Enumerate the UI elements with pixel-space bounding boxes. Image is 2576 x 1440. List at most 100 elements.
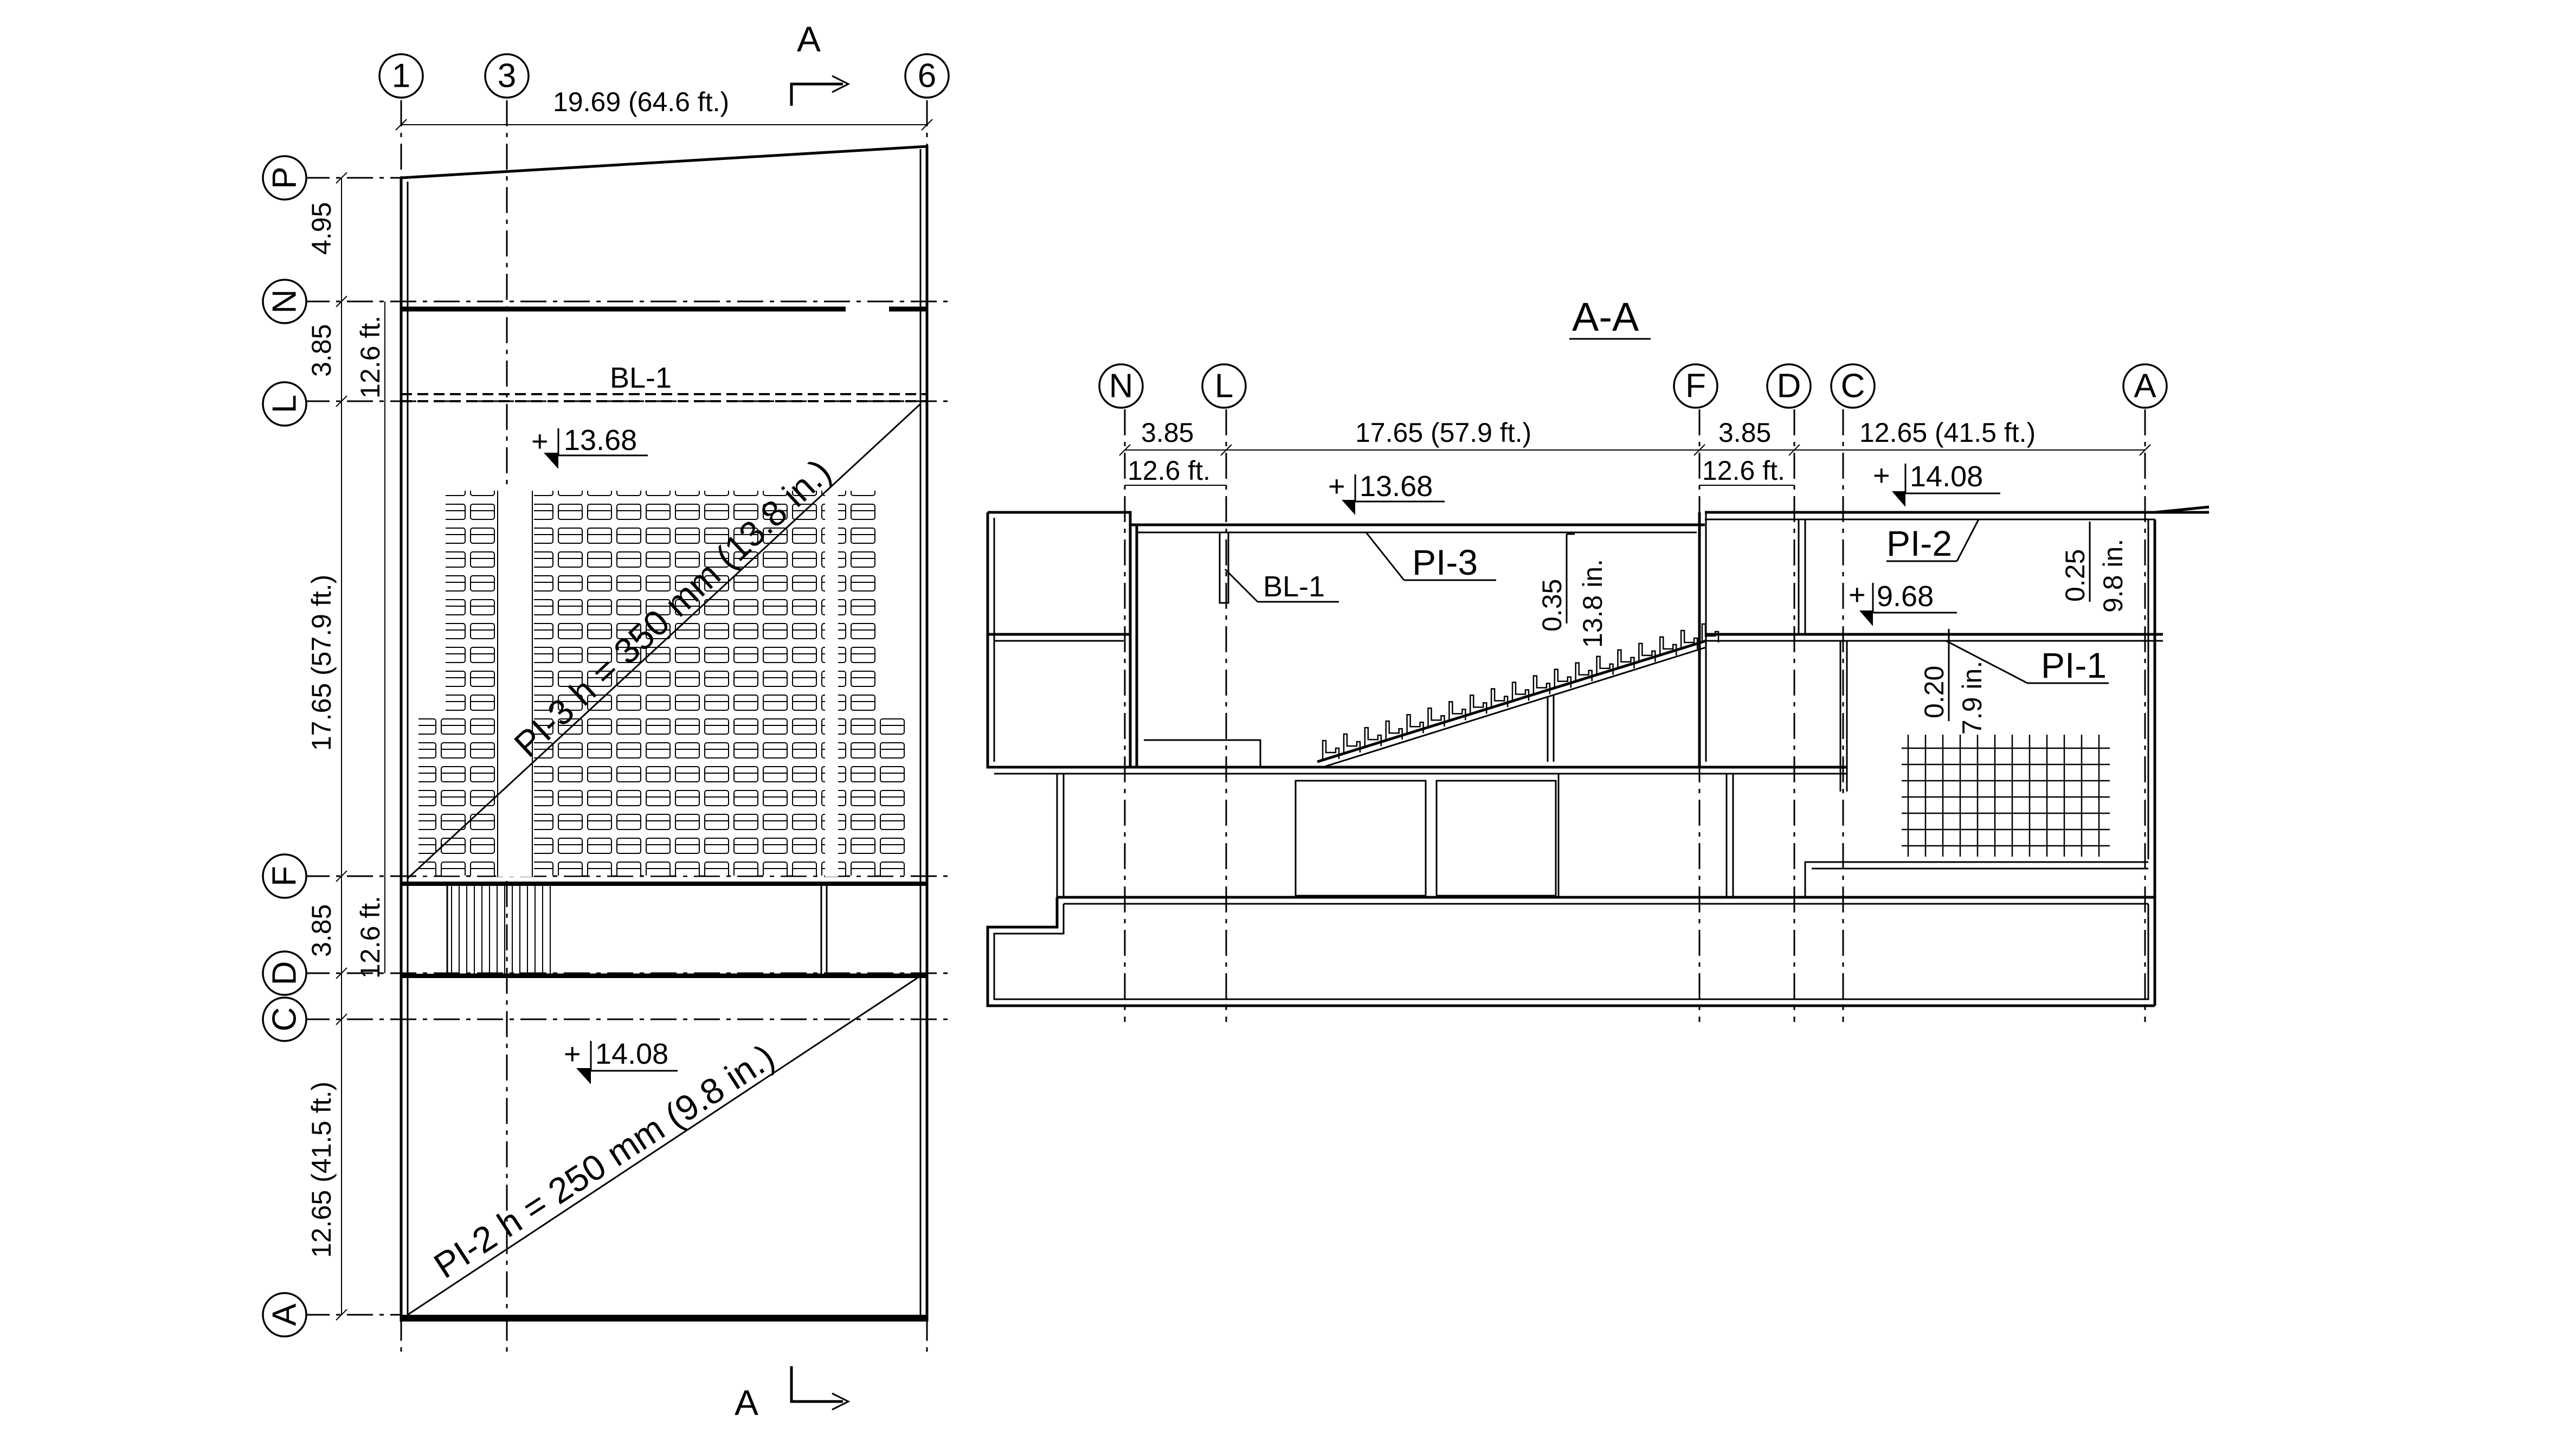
stair-treads xyxy=(447,885,553,974)
grid-bubble-l: L xyxy=(262,381,307,427)
grid-label-a: A xyxy=(266,1303,304,1326)
sec-dim-1-ft: 12.6 ft. xyxy=(1128,455,1210,486)
section-seat xyxy=(1532,675,1551,695)
grid-bubble-c: C xyxy=(262,997,307,1042)
sec-thickness-pi1: 0.20 7.9 in. xyxy=(1919,629,1987,735)
dim-left-n-l: 3.85 xyxy=(306,324,337,377)
plan-elev-sign-2: + xyxy=(564,1038,581,1070)
plan-elev-1: 13.68 xyxy=(564,424,637,457)
dim-tick-top-6 xyxy=(921,119,933,131)
plan-elev-sign-1: + xyxy=(531,425,549,458)
sec-thick-pi1-m: 0.20 xyxy=(1919,666,1949,718)
floor-plan: 19.69 (64.6 ft.) 4.95 3.85 12.6 ft. 17.6… xyxy=(262,19,950,1423)
section-seat xyxy=(1617,649,1635,668)
sec-grid-label-d: D xyxy=(1777,368,1801,405)
sec-grid-bubble-n: N xyxy=(1098,363,1144,409)
dim-left-n-l-ft: 12.6 ft. xyxy=(355,316,385,398)
dim-left-c-a: 12.65 (41.5 ft.) xyxy=(306,1082,337,1258)
slab-pl2-diagonal xyxy=(407,975,921,1316)
sec-thick-pi1-in: 7.9 in. xyxy=(1957,661,1987,735)
grid-label-d: D xyxy=(266,961,304,986)
grid-label-3: 3 xyxy=(498,57,516,95)
sec-dim-2: 17.65 (57.9 ft.) xyxy=(1355,417,1531,448)
grid-bubble-3 xyxy=(484,53,530,99)
aisle-left xyxy=(496,491,534,877)
grid-bubble-p: P xyxy=(262,155,307,201)
sec-thick-pi3-m: 0.35 xyxy=(1537,579,1567,632)
sec-elev-sign-2: + xyxy=(1873,459,1890,492)
sec-elevation-marker-2: + 14.08 xyxy=(1873,459,2000,507)
sec-thick-pi2-in: 9.8 in. xyxy=(2098,539,2128,613)
section-structure xyxy=(986,505,2210,1007)
grid-label-6: 6 xyxy=(918,57,936,95)
grid-label-p: P xyxy=(266,166,304,189)
grid-label-l: L xyxy=(266,395,304,413)
section-seat xyxy=(1680,629,1698,649)
section-view: A-A N L F D C A xyxy=(986,294,2210,1022)
sec-grid-label-l: L xyxy=(1215,368,1233,405)
sec-dim-ticks xyxy=(1119,444,2151,456)
dim-left-f-d: 3.85 xyxy=(306,904,337,957)
sec-thick-pi3-in: 13.8 in. xyxy=(1577,559,1608,648)
section-seat xyxy=(1511,682,1530,701)
dim-ticks-left xyxy=(336,172,347,1321)
sec-dim-3-ft: 12.6 ft. xyxy=(1702,455,1785,486)
grid-bubble-f: F xyxy=(262,853,307,899)
grid-bubble-n: N xyxy=(262,279,307,324)
section-seat xyxy=(1575,662,1593,682)
sec-thick-pi2-m: 0.25 xyxy=(2060,549,2090,602)
grid-label-1: 1 xyxy=(392,57,410,95)
section-mark-top-label: A xyxy=(797,19,821,59)
sec-elevation-marker-3: + 9.68 xyxy=(1849,578,1957,626)
section-seat xyxy=(1343,733,1361,753)
sec-grid-label-c: C xyxy=(1841,368,1865,405)
sec-grid-bubble-f: F xyxy=(1673,363,1718,409)
section-seat xyxy=(1322,740,1340,759)
dim-top-text: 19.69 (64.6 ft.) xyxy=(553,87,729,117)
plan-elevation-marker-2: + 14.08 xyxy=(564,1038,678,1084)
section-seat xyxy=(1490,688,1509,708)
sec-elev-sign-3: + xyxy=(1849,578,1866,611)
sec-elev-sign-1: + xyxy=(1328,470,1345,503)
dim-left-f-d-ft: 12.6 ft. xyxy=(355,896,385,979)
sec-grid-bubble-d: D xyxy=(1766,363,1812,409)
dim-left-p-n: 4.95 xyxy=(306,202,337,255)
sec-grid-label-a: A xyxy=(2134,368,2156,405)
section-seat xyxy=(1448,701,1466,721)
section-seat xyxy=(1406,713,1424,734)
dim-tick-top-1 xyxy=(395,119,407,131)
grid-bubble-a: A xyxy=(262,1292,307,1338)
sec-label-pi2: PI-2 xyxy=(1886,519,1980,563)
grid-label-c: C xyxy=(266,1007,304,1032)
section-seat xyxy=(1385,720,1403,740)
section-seat xyxy=(1469,695,1487,714)
sec-label-pi1: PI-1 xyxy=(1946,640,2109,685)
grid-label-n: N xyxy=(266,290,304,314)
grid-label-f: F xyxy=(266,866,304,886)
plan-elevation-marker-1: + 13.68 xyxy=(531,424,648,469)
sec-grid-bubble-a: A xyxy=(2122,363,2168,409)
section-seat xyxy=(1364,727,1382,747)
sec-grid-bubble-c: C xyxy=(1830,363,1876,409)
section-seat xyxy=(1659,636,1677,655)
sec-grid-bubble-l: L xyxy=(1201,363,1247,409)
plan-slab-pl2-label: PI-2 h = 250 mm (9.8 in.) xyxy=(427,1036,781,1286)
sec-grid-label-f: F xyxy=(1685,368,1706,405)
sec-elev-3: 9.68 xyxy=(1877,580,1934,613)
section-mark-bottom-label: A xyxy=(735,1383,758,1423)
plan-beam-label: BL-1 xyxy=(610,362,672,394)
sec-elevation-marker-1: + 13.68 xyxy=(1328,470,1445,515)
sec-label-pi3: PI-3 xyxy=(1365,532,1496,582)
section-seat xyxy=(1554,668,1572,688)
sec-dim-1: 3.85 xyxy=(1141,417,1194,448)
grid-bubble-1 xyxy=(378,53,424,99)
sec-thickness-pi2: 0.25 9.8 in. xyxy=(2060,522,2128,613)
sec-label-bl1-text: BL-1 xyxy=(1263,570,1325,603)
sec-grid-label-n: N xyxy=(1109,368,1134,405)
section-mark-top: A xyxy=(790,19,851,106)
grid-bubble-d: D xyxy=(262,950,307,996)
sec-label-pi2-text: PI-2 xyxy=(1886,523,1952,563)
aisle-right xyxy=(825,491,838,877)
plan-elev-2: 14.08 xyxy=(595,1038,668,1070)
section-mark-bottom: A xyxy=(735,1366,851,1423)
